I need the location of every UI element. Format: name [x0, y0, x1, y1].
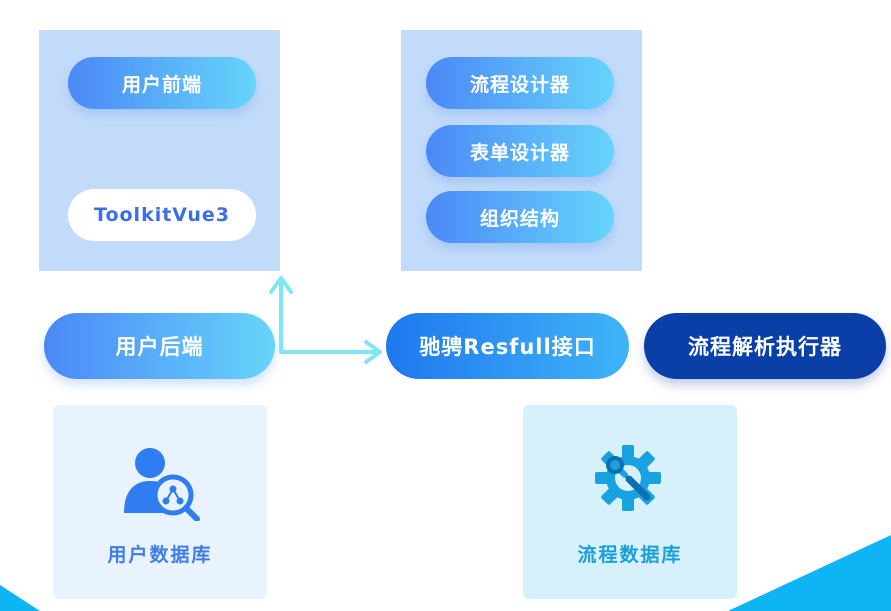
form-designer-node: 表单设计器	[426, 125, 614, 177]
bottom-left-corner-shape	[0, 585, 40, 611]
flow-db-label: 流程数据库	[577, 544, 683, 566]
arrow-right-icon	[364, 340, 382, 364]
user-frontend-node: 用户前端	[68, 57, 256, 109]
flow-designer-node: 流程设计器	[426, 57, 614, 109]
user-db-label: 用户数据库	[107, 544, 213, 566]
user-backend-node: 用户后端	[44, 313, 275, 379]
connector-line	[279, 282, 378, 354]
arrow-up-icon	[269, 276, 293, 294]
gear-wrench-icon	[595, 445, 661, 511]
bottom-right-corner-shape	[728, 535, 891, 611]
user-search-icon	[124, 448, 200, 521]
toolkit-node: ToolkitVue3	[68, 189, 256, 241]
connector-arrows	[269, 276, 382, 364]
executor-node: 流程解析执行器	[644, 313, 886, 379]
org-structure-node: 组织结构	[426, 191, 614, 243]
api-node: 驰骋Resfull接口	[386, 313, 629, 379]
